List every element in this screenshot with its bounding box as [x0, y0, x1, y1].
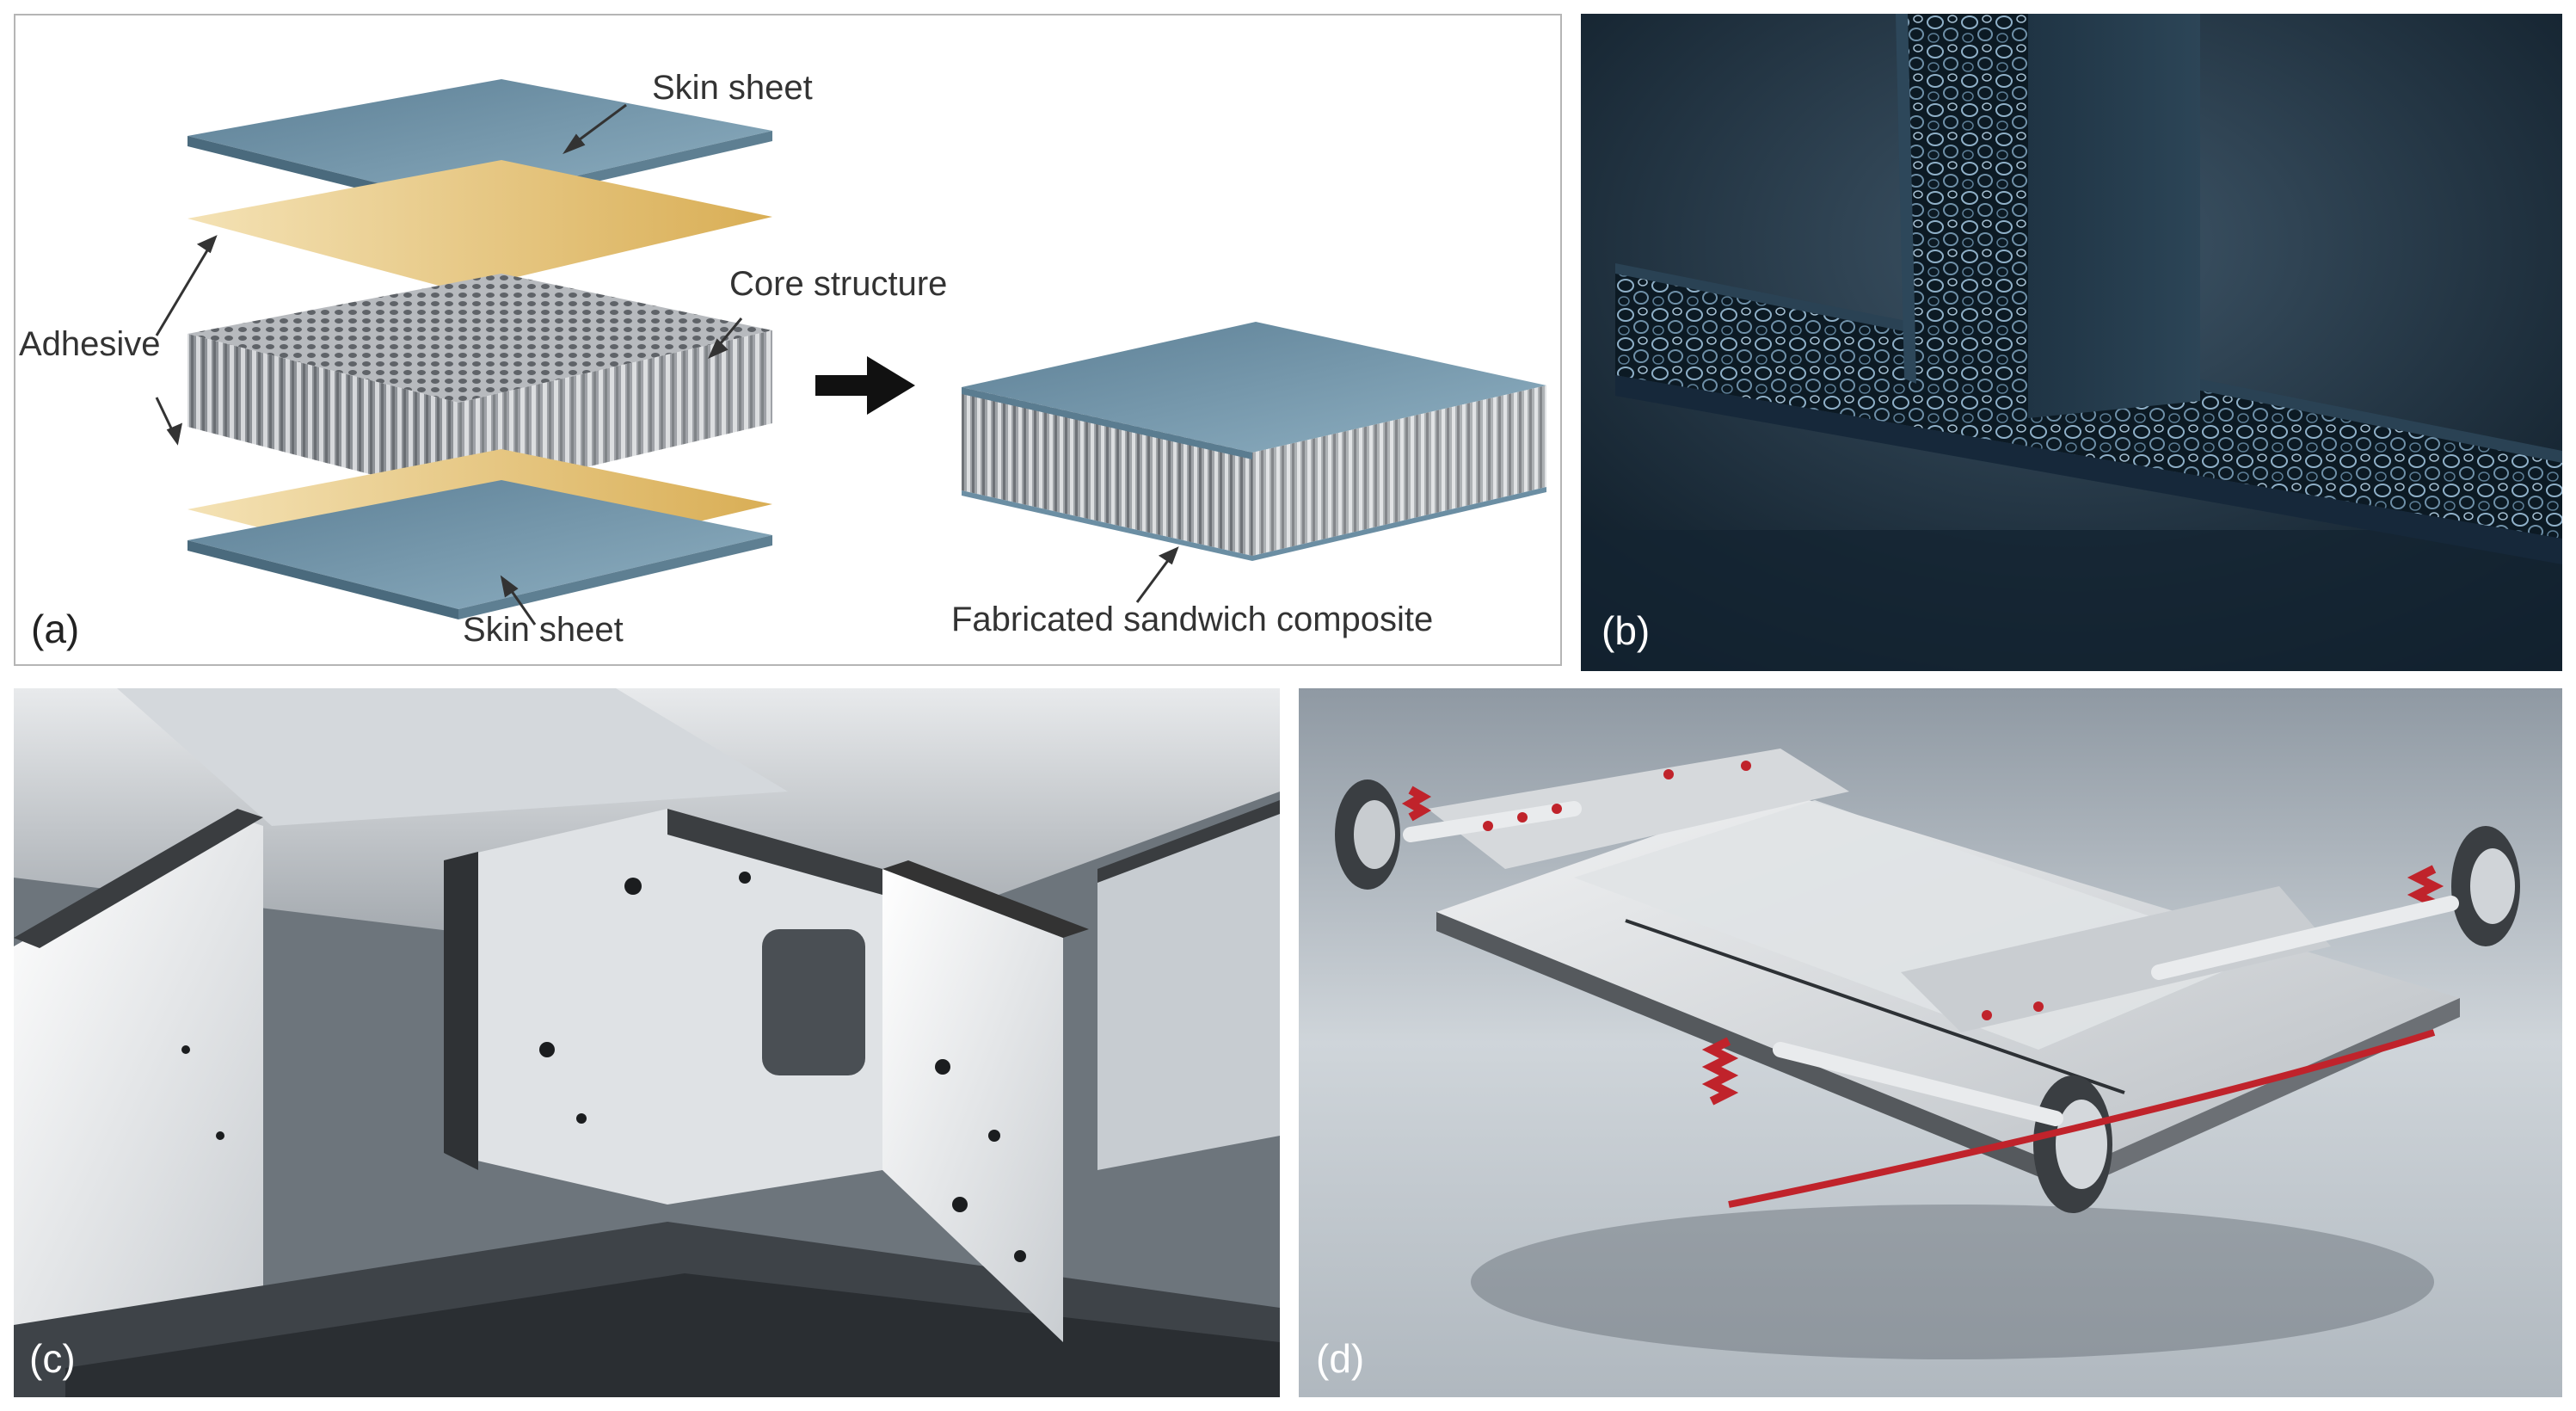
top-adhesive-layer [188, 160, 772, 291]
metal-foam-sandwich-image [1581, 14, 2562, 671]
label-adhesive: Adhesive [19, 325, 161, 363]
panel-b-metal-foam-photo: (b) [1581, 14, 2562, 671]
vehicle-chassis-suspension-image [1299, 688, 2562, 1397]
label-fabricated-composite: Fabricated sandwich composite [951, 601, 1434, 638]
label-skin-sheet-bottom: Skin sheet [463, 611, 624, 649]
panel-label-d: (d) [1316, 1336, 1365, 1381]
panel-a-sandwich-diagram: Skin sheet Core structure Adhesive Skin … [14, 14, 1562, 666]
leader-lines [155, 103, 1179, 625]
panel-d-chassis-full-render: (d) [1299, 688, 2562, 1397]
process-arrow-icon [815, 356, 915, 415]
panel-c-chassis-closeup-render: (c) [14, 688, 1280, 1397]
fabricated-sandwich-panel [962, 322, 1546, 561]
sandwich-chassis-closeup-image [14, 688, 1280, 1397]
panel-label-b: (b) [1602, 608, 1651, 653]
panel-label-a: (a) [31, 607, 80, 651]
sandwich-exploded-diagram [155, 79, 1546, 625]
label-skin-sheet-top: Skin sheet [652, 69, 813, 107]
bottom-skin-sheet [188, 480, 772, 619]
honeycomb-core [188, 274, 772, 497]
label-core-structure: Core structure [729, 265, 948, 303]
panel-label-c: (c) [29, 1336, 76, 1381]
